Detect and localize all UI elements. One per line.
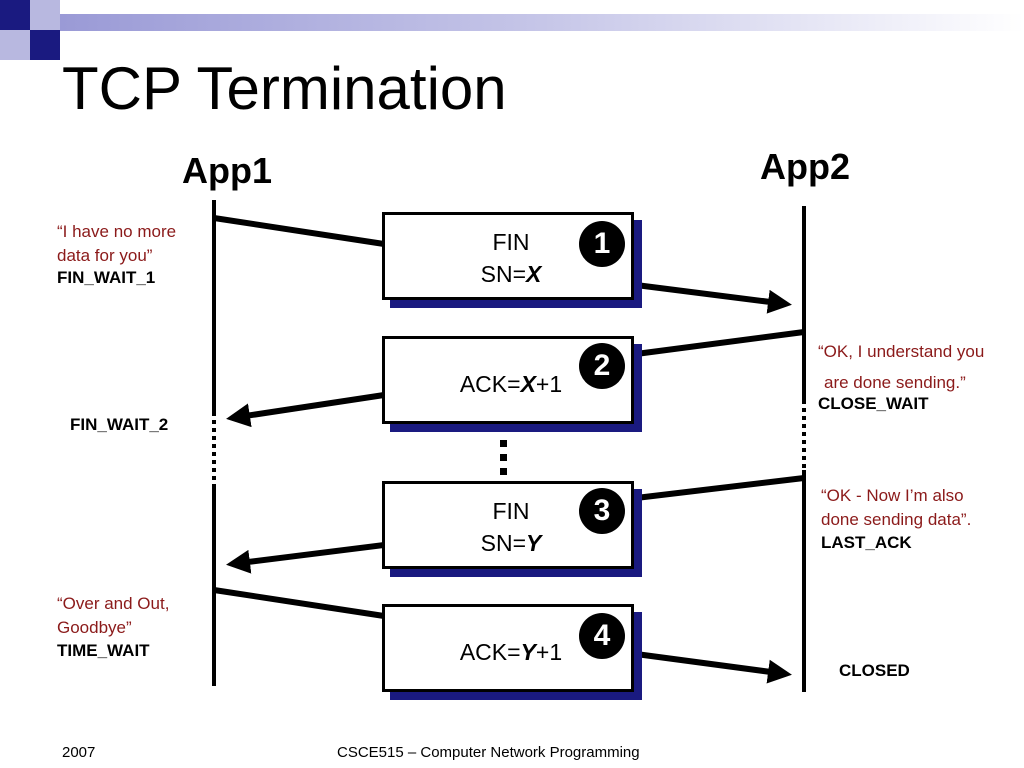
message-line2: ACK=Y+1: [459, 639, 563, 665]
ack2-line-in: [213, 587, 385, 619]
app2-note-also-done: “OK - Now I’m also done sending data”.: [821, 486, 972, 529]
message-box-fin-y: FIN SN=Y 3: [382, 481, 634, 569]
state-close-wait: CLOSE_WAIT: [818, 394, 929, 413]
step-badge: 3: [579, 488, 625, 534]
message-box-ack-y: ACK=Y+1 4: [382, 604, 634, 692]
app1-note-no-more-data: “I have no more data for you”: [57, 222, 177, 265]
state-fin-wait-2: FIN_WAIT_2: [70, 415, 169, 434]
fin2-arrow: [226, 542, 385, 574]
header-square-2: [30, 0, 60, 30]
footer-course: CSCE515 – Computer Network Programming: [337, 744, 640, 761]
ack1-line-in: [635, 329, 805, 357]
state-fin-wait-1: FIN_WAIT_1: [57, 268, 156, 287]
step-badge: 2: [579, 343, 625, 389]
message-line1: FIN: [492, 229, 530, 255]
header-bar: [60, 14, 1024, 31]
message-box-fin-x: FIN SN=X 1: [382, 212, 634, 300]
fin1-arrow: [635, 282, 792, 314]
fin1-line-in: [213, 215, 385, 247]
gap-dot-3: [500, 468, 507, 475]
message-line2: SN=Y: [480, 530, 542, 556]
message-line1: FIN: [492, 498, 530, 524]
app2-note-understand: “OK, I understand you are done sending.”: [818, 342, 985, 392]
header-square-3: [0, 30, 30, 60]
ack2-arrow: [635, 651, 792, 684]
app2-label: App2: [760, 146, 850, 187]
gap-dot-1: [500, 440, 507, 447]
message-box-ack-x: ACK=X+1 2: [382, 336, 634, 424]
slide-title: TCP Termination: [62, 55, 507, 122]
app1-label: App1: [182, 150, 272, 191]
header-square-4: [30, 30, 60, 60]
message-line2: ACK=X+1: [459, 371, 563, 397]
step-badge: 1: [579, 221, 625, 267]
fin2-line-in: [635, 475, 805, 501]
header-square-1: [0, 0, 30, 30]
gap-dot-2: [500, 454, 507, 461]
state-last-ack: LAST_ACK: [821, 533, 912, 552]
app1-note-over-and-out: “Over and Out, Goodbye”: [57, 594, 170, 637]
step-badge: 4: [579, 613, 625, 659]
footer-year: 2007: [62, 744, 96, 761]
state-closed: CLOSED: [839, 661, 910, 680]
state-time-wait: TIME_WAIT: [57, 641, 150, 660]
message-line2: SN=X: [480, 261, 542, 287]
ack1-arrow: [226, 392, 385, 428]
